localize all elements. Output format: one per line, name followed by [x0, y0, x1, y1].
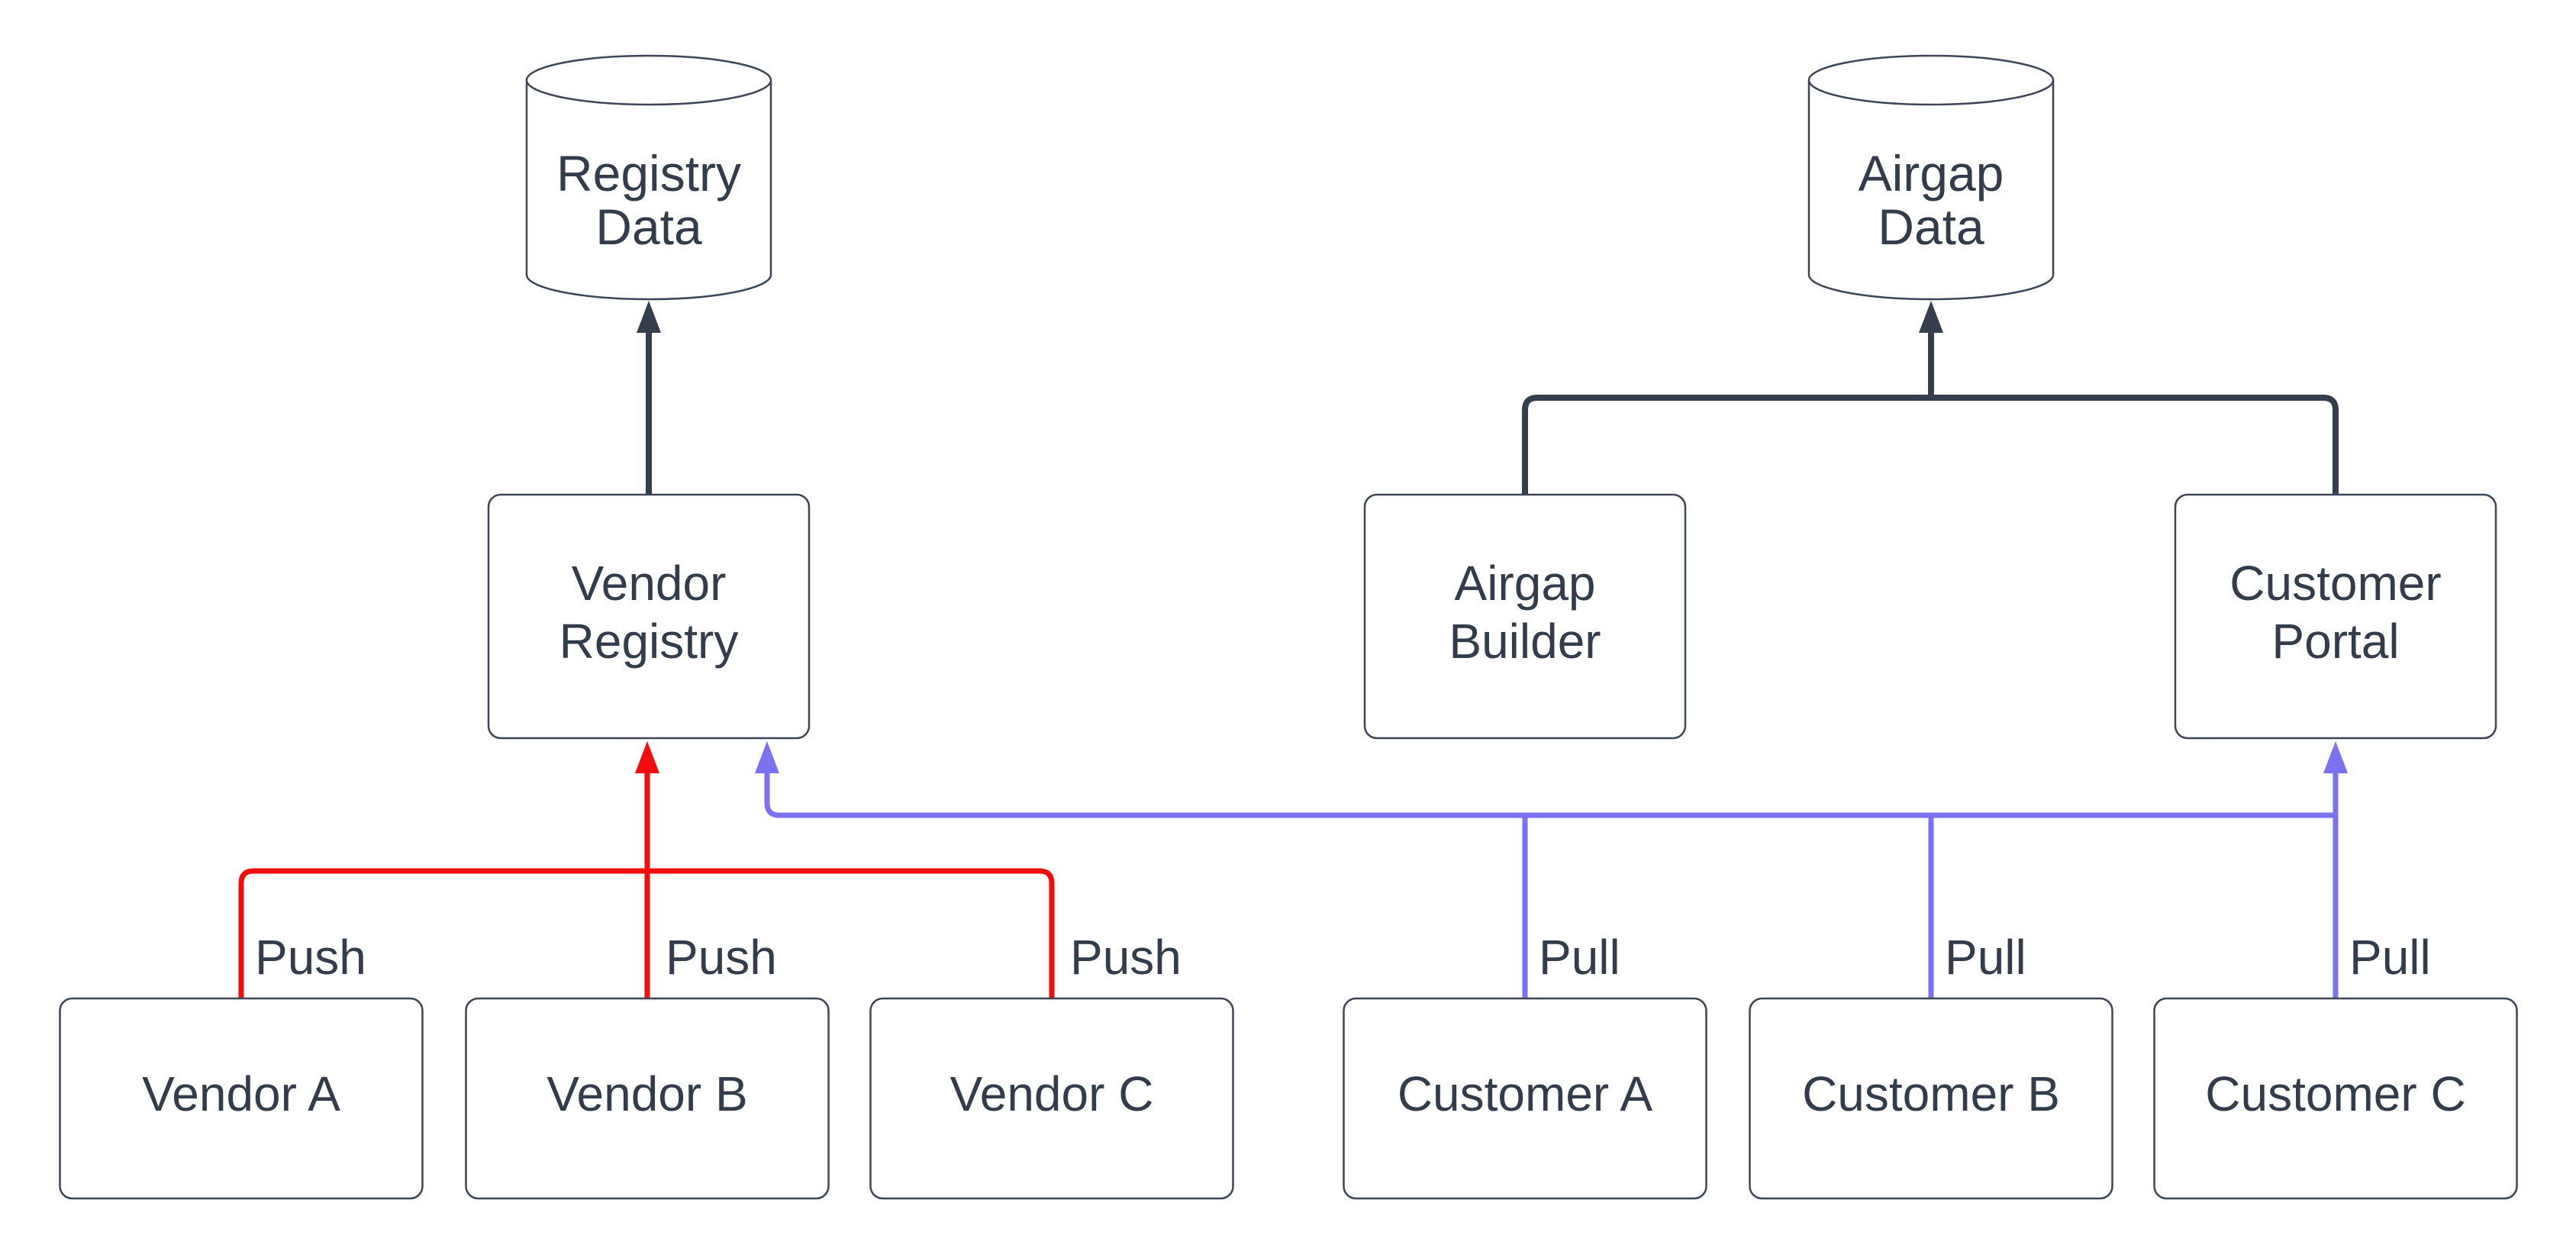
edge-label-pull-customer-b: Pull — [1945, 930, 2026, 985]
registry-data-top — [525, 54, 772, 106]
customer-a-label: Customer A — [1398, 1066, 1653, 1121]
airgap-data-body-stroke — [1807, 80, 2055, 301]
airgap-builder-box — [1363, 493, 1687, 740]
vendor-registry-box — [487, 493, 811, 740]
arrowhead-push-vendor-registry — [635, 741, 659, 773]
customer-a-box — [1343, 997, 1707, 1200]
node-vendor-b: Vendor B — [465, 997, 830, 1200]
arrowhead-pull-vendor-registry — [755, 741, 779, 773]
node-customer-portal: Customer Portal — [2174, 493, 2497, 740]
arrowhead-airgap-data — [1919, 301, 1943, 333]
customer-c-box — [2153, 997, 2518, 1200]
vendor-c-box — [869, 997, 1234, 1200]
airgap-builder-label-line1: Airgap — [1455, 556, 1596, 611]
registry-data-body-stroke — [525, 80, 772, 301]
registry-data-label-line2: Data — [595, 198, 702, 255]
customer-portal-label-line2: Portal — [2271, 614, 2399, 669]
node-registry-data: Registry Data — [525, 54, 772, 301]
vendor-b-box — [465, 997, 830, 1200]
customer-b-box — [1749, 997, 2113, 1200]
vendor-c-label: Vendor C — [950, 1066, 1154, 1121]
node-airgap-data: Airgap Data — [1807, 54, 2055, 301]
customer-portal-label-line1: Customer — [2229, 556, 2441, 611]
vendor-a-label: Vendor A — [142, 1066, 340, 1121]
airgap-data-top — [1807, 54, 2055, 106]
airgap-data-label-line1: Airgap — [1859, 145, 2004, 202]
edge-label-pull-customer-a: Pull — [1539, 930, 1620, 985]
edge-label-pull-customer-c: Pull — [2349, 930, 2431, 985]
registry-data-label-line1: Registry — [556, 145, 741, 202]
node-customer-c: Customer C — [2153, 997, 2518, 1200]
edge-label-push-vendor-c: Push — [1070, 930, 1182, 985]
node-vendor-registry: Vendor Registry — [487, 493, 811, 740]
edge-label-push-vendor-a: Push — [255, 930, 366, 985]
vendor-registry-label-line2: Registry — [559, 614, 739, 669]
edge-label-push-vendor-b: Push — [666, 930, 777, 985]
node-customer-b: Customer B — [1749, 997, 2113, 1200]
vendor-registry-label-line1: Vendor — [572, 556, 727, 611]
customer-portal-box — [2174, 493, 2497, 740]
registry-data-body-fill — [527, 80, 771, 299]
customer-c-label: Customer C — [2205, 1066, 2465, 1121]
airgap-builder-label-line2: Builder — [1449, 614, 1601, 669]
vendor-b-label: Vendor B — [546, 1066, 747, 1121]
arrowhead-registry-data — [637, 301, 661, 333]
customer-b-label: Customer B — [1802, 1066, 2060, 1121]
edge-airgap-builder-customer-portal-trunk — [1522, 395, 2339, 495]
node-airgap-builder: Airgap Builder — [1363, 493, 1687, 740]
node-vendor-a: Vendor A — [59, 997, 424, 1200]
airgap-data-body-fill — [1809, 80, 2053, 299]
arrowhead-pull-customer-portal — [2323, 741, 2348, 773]
node-vendor-c: Vendor C — [869, 997, 1234, 1200]
edge-pull-bus — [764, 773, 2336, 818]
node-customer-a: Customer A — [1343, 997, 1707, 1200]
vendor-a-box — [59, 997, 424, 1200]
airgap-data-label-line2: Data — [1878, 198, 1984, 255]
